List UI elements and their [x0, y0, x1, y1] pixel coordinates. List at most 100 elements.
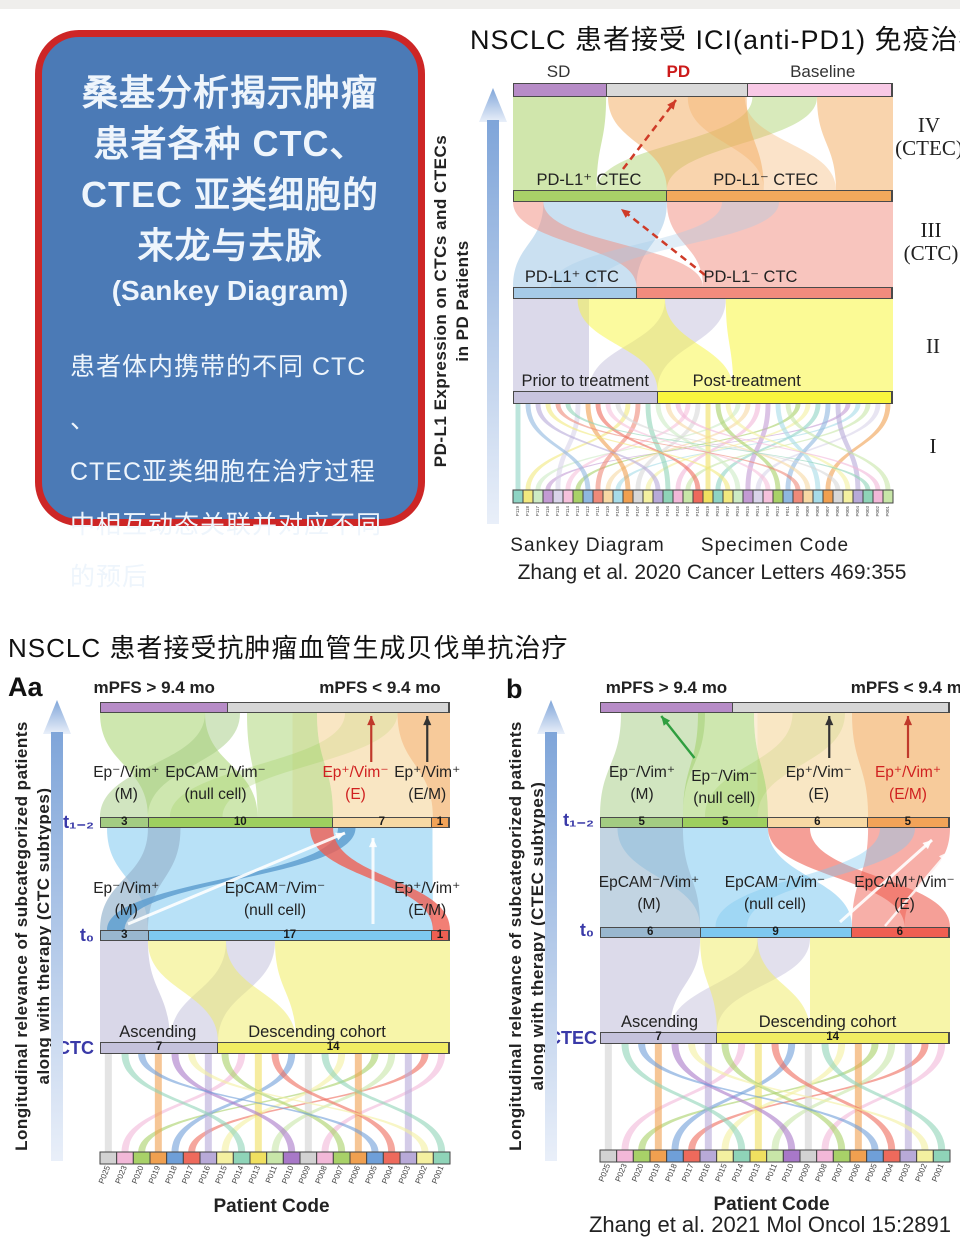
node-label: EpCAM⁻/Vim⁻(null cell)	[180, 878, 370, 921]
sankey-flow	[147, 941, 296, 1042]
sankey-segment: 14	[218, 1041, 449, 1053]
flow-arrow	[127, 831, 346, 926]
y-axis-line: in PD Patients	[453, 240, 472, 362]
citation-2020: Zhang et al. 2020 Cancer Letters 469:355	[517, 561, 907, 584]
node-label: Ep⁺/Vim⁺(E/M)	[332, 878, 522, 921]
node-label-line: EpCAM⁺/Vim⁻	[854, 874, 955, 891]
code-box-label: P114	[565, 506, 570, 517]
sankey-flow	[615, 404, 841, 490]
code-box	[316, 1151, 334, 1165]
level-label-i: I	[929, 434, 937, 458]
sankey-segment: 6	[768, 816, 868, 828]
node-label-line: Ep⁺/Vim⁻	[785, 764, 852, 781]
code-box	[899, 1149, 918, 1163]
code-box	[649, 1149, 668, 1163]
sankey-flow	[221, 1054, 346, 1152]
node-label-line: EpCAM⁻/Vim⁻	[724, 874, 826, 891]
code-box-label: P006	[847, 1162, 863, 1183]
code-box	[592, 489, 604, 504]
segment-value: 6	[896, 926, 903, 938]
code-box	[866, 1149, 884, 1163]
up-arrow-icon	[479, 88, 507, 524]
code-box-label: P013	[747, 1162, 763, 1183]
arrow-shaft	[545, 732, 557, 1161]
sankey-node-bar	[513, 391, 893, 404]
code-box-label: P016	[197, 1164, 213, 1185]
sankey-flow	[605, 404, 771, 490]
node-label-line: Ep⁻/Vim⁺	[93, 764, 160, 781]
code-box-label: P003	[397, 1164, 413, 1185]
flow-arrowhead	[621, 209, 631, 218]
node-label-line: mPFS > 9.4 mo	[93, 678, 215, 697]
code-box	[682, 1149, 701, 1163]
code-box	[249, 1151, 268, 1165]
sankey-flow	[715, 828, 915, 927]
sankey-flow	[515, 404, 521, 490]
code-box-label: P009	[297, 1164, 313, 1185]
code-box	[832, 489, 844, 504]
sankey-flow	[635, 404, 701, 490]
sankey-segment: 3	[101, 816, 149, 828]
segment-value: 14	[826, 1031, 839, 1043]
sankey-flow	[755, 404, 881, 490]
sankey-segment: 3	[101, 929, 149, 941]
code-box-label: P107	[635, 506, 640, 517]
sankey-segment	[514, 288, 637, 298]
sankey-flow	[107, 828, 356, 930]
node-label-line: PD-L1⁺ CTEC	[536, 171, 642, 189]
code-box	[116, 1151, 134, 1165]
code-box	[749, 1149, 768, 1163]
code-box-label: P109	[615, 506, 620, 517]
code-box	[772, 489, 784, 504]
sankey-segment: 9	[700, 926, 852, 938]
segment-value: 6	[814, 816, 821, 828]
sankey-flow	[170, 713, 398, 817]
node-label-line: (null cell)	[743, 895, 806, 913]
node-label: Ascending	[565, 1011, 755, 1034]
code-box	[349, 1151, 368, 1165]
sankey-flow	[904, 1044, 912, 1150]
sankey-flow	[600, 828, 701, 927]
node-label: Patient Code	[177, 1194, 367, 1219]
segment-value: 3	[121, 929, 128, 941]
panel-a-ctc-label: CTC	[57, 1038, 94, 1058]
sankey-flow	[687, 97, 836, 190]
sankey-flow	[817, 97, 893, 190]
code-box-label: P018	[164, 1164, 180, 1185]
code-box-label: P025	[597, 1162, 613, 1183]
sankey-flow	[513, 299, 589, 391]
node-label-line: Ep⁺/Vim⁺	[874, 764, 942, 781]
flow-arrow	[620, 208, 706, 276]
code-box-label: P001	[885, 506, 890, 517]
level-label-iv-sub: (CTEC)	[895, 136, 960, 160]
node-label-line: (M)	[114, 785, 138, 803]
code-box-label: P005	[864, 1162, 880, 1183]
code-box	[416, 1151, 434, 1165]
node-label-line: Patient Code	[713, 1194, 830, 1215]
sankey-flow	[675, 404, 881, 490]
sankey-flow	[854, 1044, 862, 1150]
node-label-line: (E)	[345, 785, 366, 803]
sankey-flow	[835, 404, 861, 490]
arrow-shaft	[487, 120, 499, 524]
sankey-flow	[100, 713, 240, 817]
sankey-flow	[604, 1044, 612, 1150]
node-label: Ep⁺/Vim⁺(E/M)	[813, 762, 960, 805]
segment-value: 1	[436, 929, 444, 941]
sankey-flow	[810, 938, 950, 1032]
code-box	[599, 1149, 618, 1163]
code-box-label: P115	[555, 506, 560, 517]
sankey-flow	[725, 404, 851, 490]
sankey-flow	[715, 404, 781, 490]
sankey-segment: 7	[601, 1031, 718, 1043]
sankey-flow	[688, 1044, 929, 1150]
code-box-label: P005	[845, 506, 850, 517]
sankey-flow	[317, 713, 433, 817]
code-box	[852, 489, 864, 504]
code-box-label: P007	[830, 1162, 846, 1183]
code-box-label: P010	[780, 1162, 796, 1183]
up-arrow-icon	[43, 700, 71, 1161]
sankey-flow	[666, 202, 893, 287]
